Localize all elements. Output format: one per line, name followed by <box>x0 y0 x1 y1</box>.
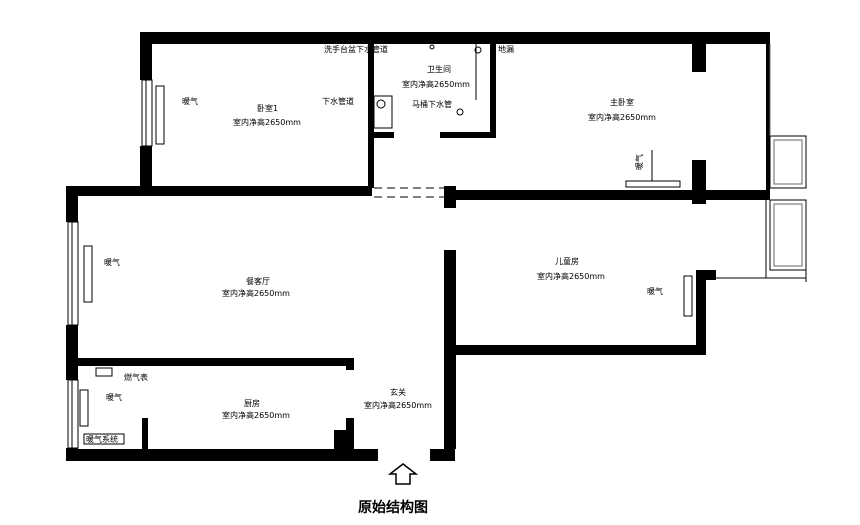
radiator-living <box>83 245 93 303</box>
wall-kids-bottom <box>456 345 706 355</box>
wall-bottom-left <box>66 449 378 461</box>
window-kitchen <box>67 379 79 449</box>
gas-meter-label: 燃气表 <box>124 372 148 382</box>
wall-bottom-right <box>430 449 455 461</box>
master-name: 主卧室 <box>610 97 634 107</box>
toilet-icon <box>376 99 386 109</box>
wall-living-right <box>444 250 456 449</box>
radiator-master-label: 暖气 <box>634 154 644 170</box>
wall-bath-bottom <box>440 132 496 138</box>
living-height: 室内净高2650mm <box>222 288 290 298</box>
wall-master-bottom <box>456 190 770 200</box>
entrance-arrow-icon <box>387 463 419 485</box>
bathroom-name: 卫生间 <box>427 64 451 74</box>
balcony-master <box>769 135 807 189</box>
gas-meter-icon <box>95 367 113 377</box>
balcony-kids <box>769 199 807 271</box>
kids-name: 儿童房 <box>555 256 579 266</box>
thin-lines <box>67 44 807 449</box>
wall-bedroom1-left-lower <box>140 146 152 194</box>
labels: 卧室1 室内净高2650mm 主卧室 室内净高2650mm 卫生间 室内净高26… <box>86 44 663 516</box>
wall-kitchen-right <box>346 418 354 450</box>
wall-kitchen-inner-stub <box>142 418 148 450</box>
heating-valve-label: 暖气系统 <box>86 434 118 444</box>
radiator-living-label: 暖气 <box>104 257 120 267</box>
plan-title: 原始结构图 <box>358 499 428 516</box>
toilet-drain-label: 马桶下水管 <box>412 99 452 109</box>
radiators <box>79 85 693 427</box>
wall-living-top-left <box>66 186 152 196</box>
wall-master-pillar-top <box>692 44 706 72</box>
master-height: 室内净高2650mm <box>588 112 656 122</box>
window-bedroom1 <box>141 79 153 147</box>
wall-right-upper <box>766 32 770 190</box>
bathroom-height: 室内净高2650mm <box>402 79 470 89</box>
heating-valve-box <box>83 433 125 445</box>
wall-bedroom1-bottom <box>152 186 372 196</box>
kitchen-height: 室内净高2650mm <box>222 410 290 420</box>
radiator-kids <box>683 275 693 317</box>
bath-shaft <box>373 95 393 129</box>
living-name: 餐客厅 <box>246 276 270 286</box>
radiator-kitchen <box>79 389 89 427</box>
wall-master-pillar-bottom <box>692 160 706 204</box>
radiator-bedroom1 <box>155 85 165 145</box>
wall-bath-right <box>490 44 496 134</box>
bedroom1-name: 卧室1 <box>257 103 278 113</box>
wall-bedroom1-left-upper <box>140 32 152 80</box>
wall-kids-right <box>696 270 706 355</box>
wall-bath-left <box>368 44 374 188</box>
wall-kitchen-top <box>78 358 354 366</box>
wall-top <box>140 32 770 44</box>
radiator-kids-label: 暖气 <box>647 286 663 296</box>
wall-kids-notch <box>696 270 716 280</box>
drain-pipe-label: 下水管道 <box>322 96 354 106</box>
kitchen-name: 厨房 <box>244 398 260 408</box>
basin-drain-label: 洗手台盆下水管道 <box>324 44 388 54</box>
entrance-height: 室内净高2650mm <box>364 400 432 410</box>
floor-drain-label: 地漏 <box>498 44 514 54</box>
floor-drain-icon <box>456 108 464 116</box>
kids-height: 室内净高2650mm <box>537 271 605 281</box>
wall-living-left-upper <box>66 186 78 222</box>
radiator-kitchen-label: 暖气 <box>106 392 122 402</box>
wall-kitchen-top-stub <box>346 358 354 370</box>
bedroom1-height: 室内净高2650mm <box>233 117 301 127</box>
wall-living-left-lower <box>66 325 78 380</box>
radiator-bedroom1-label: 暖气 <box>182 96 198 106</box>
entrance-name: 玄关 <box>390 387 406 397</box>
radiator-master <box>625 180 681 188</box>
walls <box>66 32 770 461</box>
wall-bath-bottom-left <box>374 132 394 138</box>
window-living <box>67 221 79 326</box>
wall-corridor-stub <box>444 186 456 208</box>
